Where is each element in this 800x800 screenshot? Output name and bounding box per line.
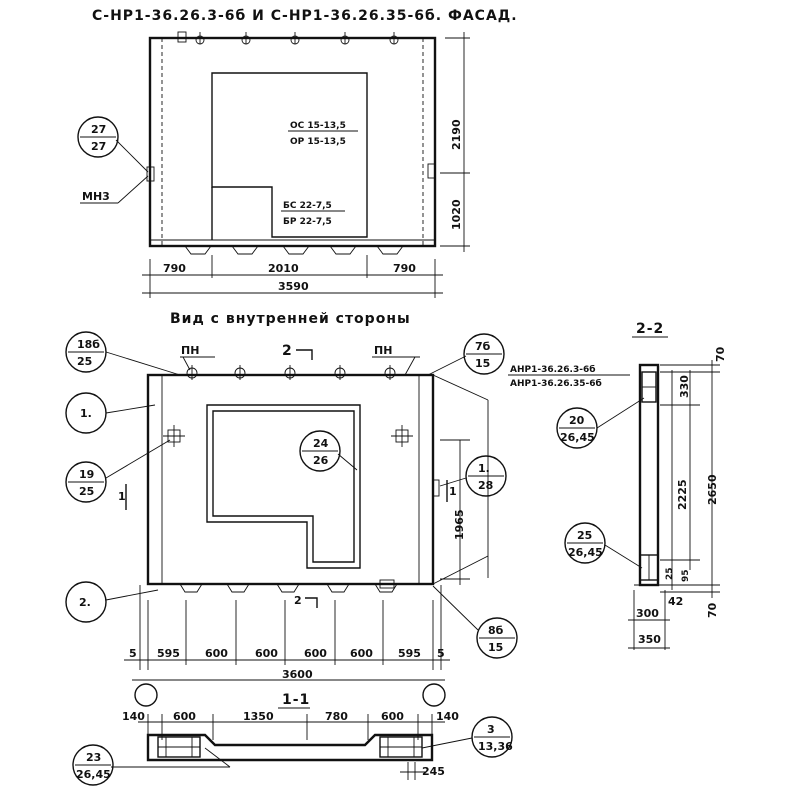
callout-18b-25: 18б 25 bbox=[65, 331, 181, 376]
s22-dim-95: 95 bbox=[681, 569, 691, 582]
callout-7b-15: 7б 15 bbox=[427, 333, 505, 376]
facade-panel bbox=[146, 31, 437, 255]
s11-dim-2: 1350 bbox=[243, 710, 274, 723]
svg-text:1.: 1. bbox=[80, 407, 92, 420]
facade-dim-door-height: 1020 bbox=[450, 199, 463, 230]
svg-text:15: 15 bbox=[475, 357, 490, 370]
facade-window-label-2: ОР 15-13,5 bbox=[290, 137, 346, 147]
svg-text:26,45: 26,45 bbox=[568, 546, 603, 559]
s11-dim-0: 140 bbox=[122, 710, 145, 723]
callout-1-left: 1. bbox=[65, 392, 156, 434]
axis-marker-left bbox=[134, 683, 158, 707]
axis-marker-right bbox=[422, 683, 446, 707]
inner-panel bbox=[146, 365, 440, 593]
inner-dim-total: 3600 bbox=[282, 668, 313, 681]
facade-window-label-1: ОС 15-13,5 bbox=[290, 121, 346, 131]
inner-dim-1965: 1965 bbox=[453, 509, 466, 540]
svg-text:28: 28 bbox=[478, 479, 493, 492]
s11-dim-5: 140 bbox=[436, 710, 459, 723]
inner-dim-7: 5 bbox=[437, 647, 445, 660]
s11-dim-4: 600 bbox=[381, 710, 404, 723]
svg-text:19: 19 bbox=[79, 468, 94, 481]
callout-27: 27 27 bbox=[77, 116, 149, 173]
callout-19-25: 19 25 bbox=[65, 439, 171, 503]
inner-dim-4: 600 bbox=[304, 647, 327, 660]
svg-text:25: 25 bbox=[79, 485, 94, 498]
svg-text:24: 24 bbox=[313, 437, 329, 450]
section-2-2-title: 2-2 bbox=[636, 321, 664, 337]
section-1-1-profile bbox=[146, 733, 434, 762]
section-1-1-title: 1-1 bbox=[282, 692, 310, 708]
s22-dim-2225: 2225 bbox=[676, 479, 689, 510]
svg-text:25: 25 bbox=[577, 529, 592, 542]
s11-dim-245: 245 bbox=[422, 765, 445, 778]
inner-dim-0: 5 bbox=[129, 647, 137, 660]
section-2-2-profile bbox=[634, 363, 665, 587]
svg-text:1.: 1. bbox=[478, 462, 490, 475]
callout-23-26-45: 23 26,45 bbox=[72, 744, 231, 786]
svg-text:20: 20 bbox=[569, 414, 585, 427]
inner-dimensions bbox=[124, 585, 450, 681]
facade-door-label-1: БС 22-7,5 bbox=[283, 201, 332, 211]
s22-dim-42: 42 bbox=[668, 595, 683, 608]
cut-1-left: 1 bbox=[118, 490, 126, 503]
svg-text:7б: 7б bbox=[475, 340, 491, 353]
s22-dim-330: 330 bbox=[678, 375, 691, 398]
cut-1-right: 1 bbox=[449, 485, 457, 498]
svg-text:3: 3 bbox=[487, 723, 495, 736]
svg-text:26: 26 bbox=[313, 454, 329, 467]
callout-3-13-36: 3 13,36 bbox=[421, 716, 513, 758]
cut-2-top: 2 bbox=[282, 343, 293, 359]
facade-dim-left: 790 bbox=[163, 262, 186, 275]
s22-label-2: АНР1-36.26.35-6б bbox=[510, 378, 602, 389]
svg-text:27: 27 bbox=[91, 140, 106, 153]
s22-dim-25: 25 bbox=[665, 567, 675, 580]
s22-dim-2650: 2650 bbox=[706, 474, 719, 505]
callout-25-26-45: 25 26,45 bbox=[564, 522, 643, 569]
svg-text:15: 15 bbox=[488, 641, 503, 654]
s22-dim-70-top: 70 bbox=[714, 346, 727, 362]
label-mn3: МН3 bbox=[82, 190, 110, 203]
inner-dim-6: 595 bbox=[398, 647, 421, 660]
svg-text:27: 27 bbox=[91, 123, 106, 136]
inner-dim-1: 595 bbox=[157, 647, 180, 660]
svg-text:23: 23 bbox=[86, 751, 101, 764]
pn-left: ПН bbox=[181, 344, 199, 357]
s11-dim-3: 780 bbox=[325, 710, 348, 723]
s11-dim-1: 600 bbox=[173, 710, 196, 723]
inner-dim-2: 600 bbox=[205, 647, 228, 660]
inner-view-title: Вид с внутренней стороны bbox=[170, 311, 411, 327]
svg-text:2.: 2. bbox=[79, 596, 91, 609]
svg-text:26,45: 26,45 bbox=[76, 768, 111, 781]
s22-dim-350: 350 bbox=[638, 633, 661, 646]
s22-dim-70-bottom: 70 bbox=[706, 602, 719, 618]
svg-text:8б: 8б bbox=[488, 624, 504, 637]
svg-text:18б: 18б bbox=[77, 338, 100, 351]
s22-label-1: АНР1-36.26.3-6б bbox=[510, 364, 596, 375]
pn-right: ПН bbox=[374, 344, 392, 357]
facade-title: С-НР1-36.26.3-6б И С-НР1-36.26.35-6б. ФА… bbox=[92, 8, 518, 24]
s22-dim-300: 300 bbox=[636, 607, 659, 620]
inner-dim-5: 600 bbox=[350, 647, 373, 660]
inner-dim-3: 600 bbox=[255, 647, 278, 660]
svg-text:13,36: 13,36 bbox=[478, 740, 513, 753]
facade-dimensions bbox=[142, 32, 470, 298]
facade-dim-mid: 2010 bbox=[268, 262, 299, 275]
callout-8b-15: 8б 15 bbox=[432, 585, 518, 659]
callout-1-28: 1. 28 bbox=[439, 455, 507, 497]
facade-door-label-2: БР 22-7,5 bbox=[283, 217, 332, 227]
facade-dim-total: 3590 bbox=[278, 280, 309, 293]
cut-2-bottom: 2 bbox=[294, 594, 302, 607]
callout-2: 2. bbox=[65, 581, 159, 623]
callout-24-26: 24 26 bbox=[299, 430, 358, 472]
section-2-2-dims bbox=[628, 360, 720, 650]
svg-text:26,45: 26,45 bbox=[560, 431, 595, 444]
facade-dim-right: 790 bbox=[393, 262, 416, 275]
callout-20-26-45: 20 26,45 bbox=[556, 397, 645, 449]
svg-text:25: 25 bbox=[77, 355, 92, 368]
facade-dim-height: 2190 bbox=[450, 119, 463, 150]
